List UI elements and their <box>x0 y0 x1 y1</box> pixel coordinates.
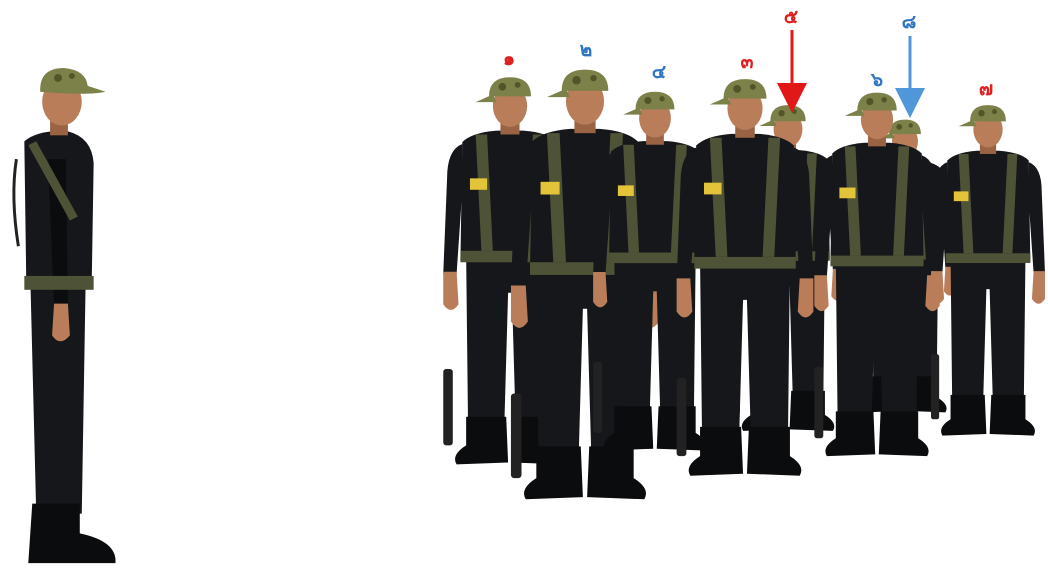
number-label-3: ๓ <box>740 51 754 73</box>
soldier-3 <box>676 79 814 476</box>
number-label-8: ๘ <box>901 11 917 33</box>
commander <box>12 68 116 564</box>
number-label-5: ๕ <box>783 6 799 28</box>
number-label-6: ๖ <box>870 69 884 91</box>
soldier-7 <box>931 105 1045 436</box>
number-label-7: ๗ <box>978 78 994 100</box>
soldier-6 <box>814 92 940 457</box>
number-label-1: ๑ <box>502 48 516 70</box>
number-label-2: ๒ <box>579 39 593 61</box>
number-label-4: ๔ <box>651 61 667 83</box>
